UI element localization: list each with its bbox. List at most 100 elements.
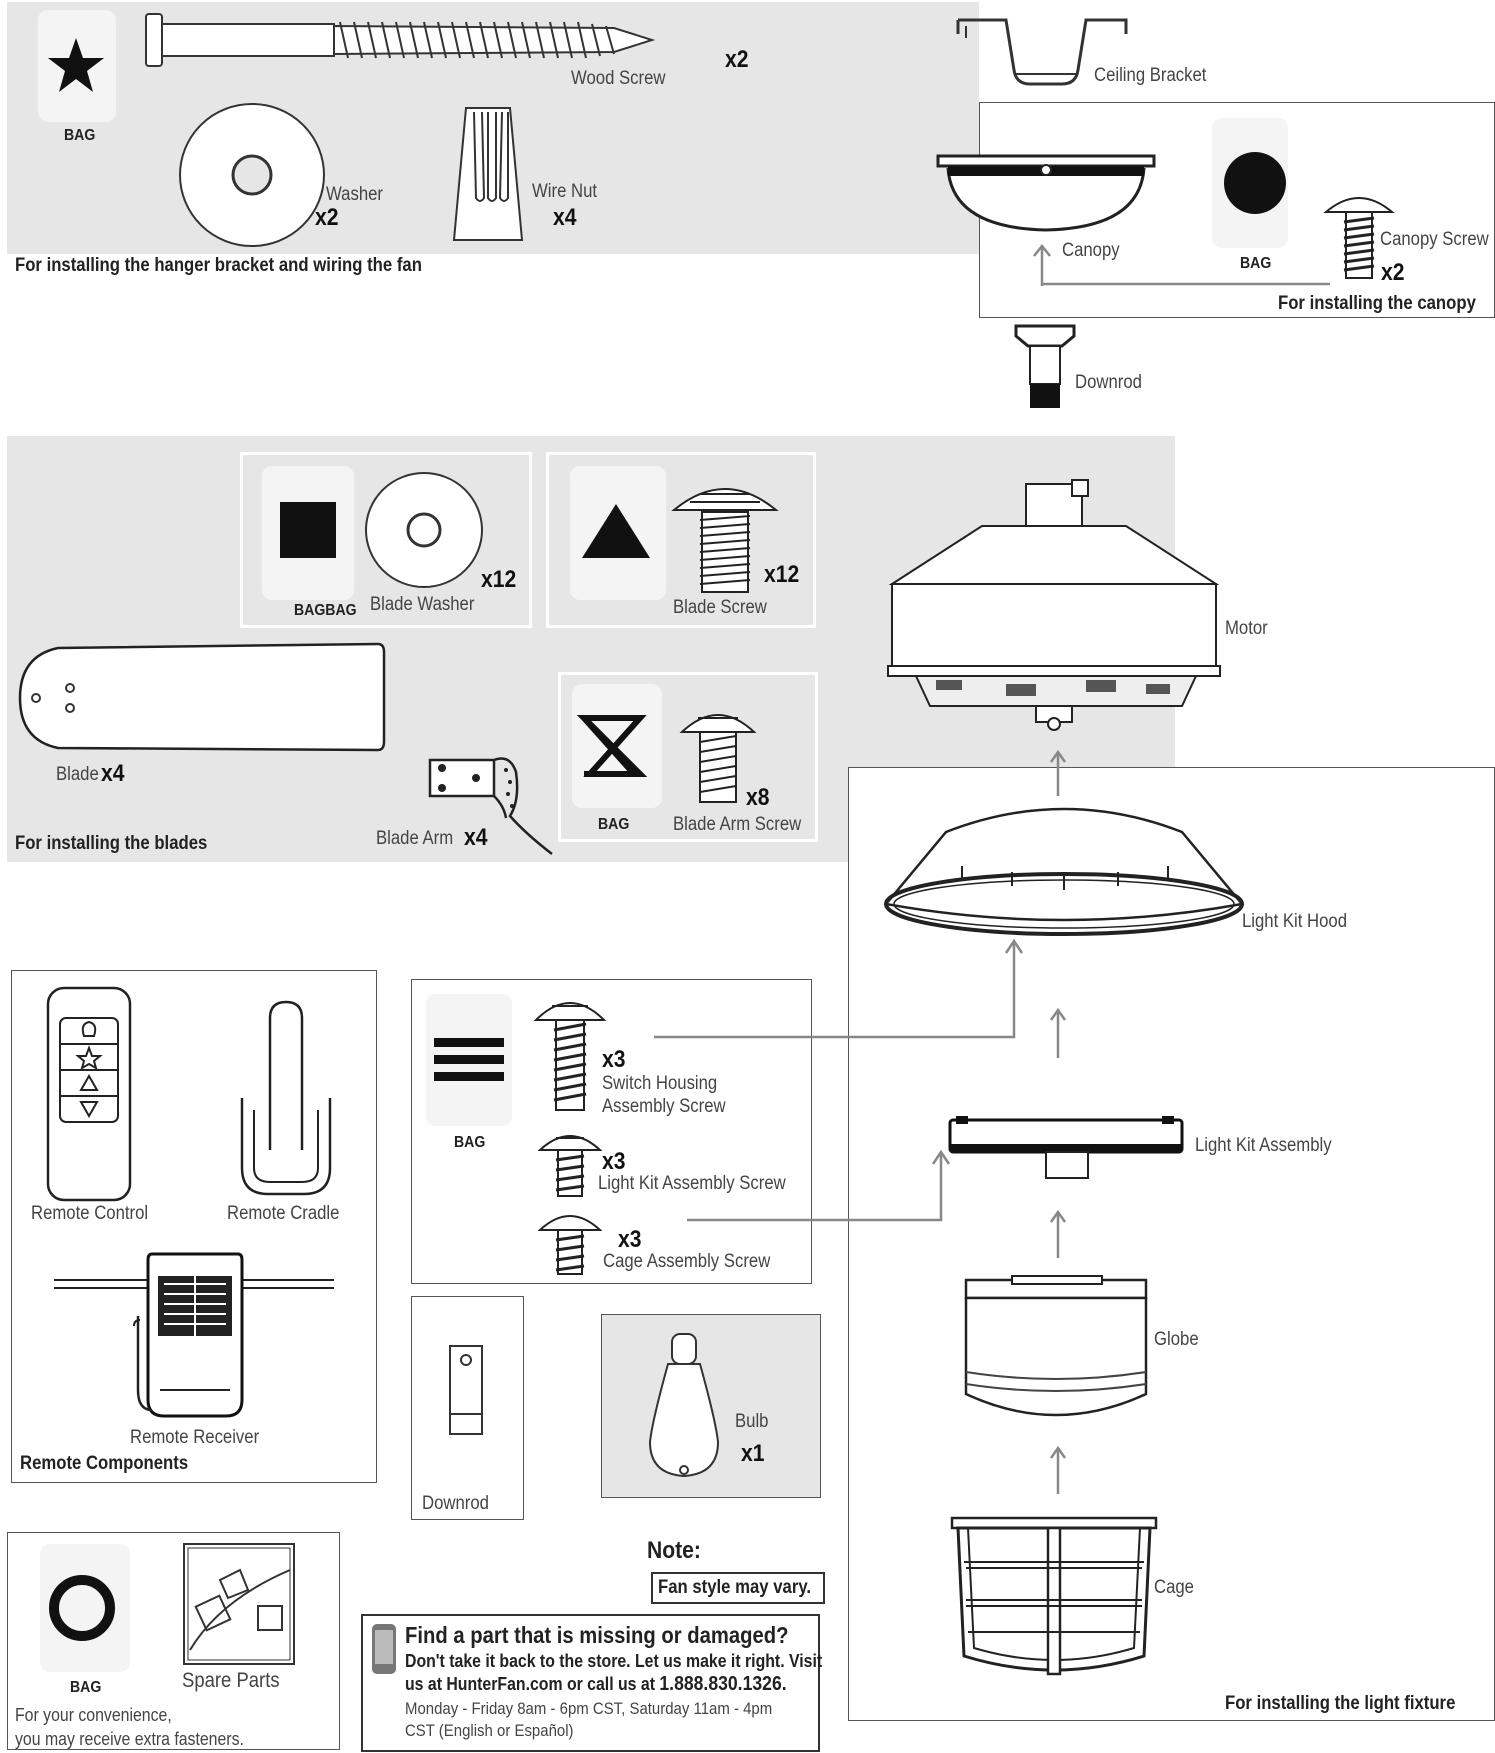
star-icon <box>48 38 104 92</box>
remote-cradle-icon <box>240 1000 332 1196</box>
globe-icon <box>964 1275 1148 1417</box>
cage-icon <box>950 1516 1158 1676</box>
help-line2-text: us at HunterFan.com or call us at <box>405 1674 660 1694</box>
blade-arm-icon <box>428 757 553 855</box>
washer-label: Washer <box>326 184 383 205</box>
bulb-icon <box>648 1333 720 1478</box>
canopy-icon <box>936 154 1156 232</box>
remote-components-caption: Remote Components <box>20 1453 189 1474</box>
downrod-small-icon <box>449 1345 483 1435</box>
spare-parts-icon <box>183 1543 295 1665</box>
motor-label: Motor <box>1225 618 1268 639</box>
ring-bag-label: BAG <box>70 1679 102 1696</box>
blade-arm-screw-box <box>558 672 818 842</box>
motor-to-hood-arrow <box>1049 749 1067 796</box>
phone-icon <box>372 1624 396 1674</box>
canopy-label: Canopy <box>1062 240 1120 261</box>
remote-cradle-label: Remote Cradle <box>227 1203 340 1224</box>
blade-screw-label: Blade Screw <box>673 597 767 618</box>
blade-arm-qty: x4 <box>464 824 488 851</box>
bulb-label: Bulb <box>735 1411 769 1432</box>
canopy-caption: For installing the canopy <box>1278 293 1476 314</box>
cage-screw-connector <box>687 1149 951 1222</box>
light-fixture-caption: For installing the light fixture <box>1225 1693 1456 1714</box>
light-kit-screw-qty: x3 <box>602 1148 626 1175</box>
hood-up-arrow <box>1049 1007 1067 1058</box>
help-panel <box>361 1614 820 1752</box>
blade-screw-box <box>546 452 816 628</box>
wire-nut-qty: x4 <box>553 204 577 231</box>
spare-parts-label: Spare Parts <box>182 1669 280 1692</box>
canopy-screw-icon <box>1323 197 1395 279</box>
wood-screw-label: Wood Screw <box>571 68 666 89</box>
bagbag-label: BAGBAG <box>294 602 357 619</box>
cage-screw-qty: x3 <box>618 1226 642 1253</box>
lines-bag-label: BAG <box>454 1134 486 1151</box>
assembly-up-arrow <box>1049 1209 1067 1258</box>
blade-label: Blade <box>56 764 99 785</box>
three-lines-icon <box>434 1038 504 1081</box>
switch-screw-line1: Switch Housing <box>602 1073 718 1094</box>
hourglass-icon <box>576 715 648 777</box>
switch-screw-line2: Assembly Screw <box>602 1096 726 1117</box>
light-kit-assembly-icon <box>948 1116 1184 1179</box>
light-kit-screw-icon <box>537 1135 603 1197</box>
help-hours2: CST (English or Español) <box>405 1721 574 1740</box>
triangle-icon <box>582 504 650 558</box>
wood-screw-icon <box>145 13 656 67</box>
note-box <box>651 1572 825 1604</box>
motor-icon <box>887 479 1221 731</box>
ring-icon <box>49 1575 115 1641</box>
switch-screw-qty: x3 <box>602 1046 626 1073</box>
spare-line1: For your convenience, <box>15 1705 172 1725</box>
globe-label: Globe <box>1154 1329 1199 1350</box>
wire-nut-icon <box>452 107 524 241</box>
light-kit-assembly-label: Light Kit Assembly <box>1195 1135 1332 1156</box>
wire-nut-label: Wire Nut <box>532 181 598 202</box>
help-title: Find a part that is missing or damaged? <box>405 1622 789 1648</box>
canopy-screw-label: Canopy Screw <box>1380 229 1489 250</box>
help-line1: Don't take it back to the store. Let us … <box>405 1651 823 1671</box>
blade-washer-label: Blade Washer <box>370 594 475 615</box>
blade-washer-box <box>240 452 532 628</box>
square-icon <box>280 502 336 558</box>
downrod-icon <box>1014 324 1076 408</box>
light-kit-screw-label: Light Kit Assembly Screw <box>598 1173 786 1194</box>
switch-screw-connector <box>654 938 1024 1039</box>
help-phone[interactable]: 1.888.830.1326. <box>659 1673 787 1695</box>
hanger-hardware-caption: For installing the hanger bracket and wi… <box>15 255 422 276</box>
blade-washer-qty: x12 <box>481 566 517 593</box>
remote-control-label: Remote Control <box>31 1203 149 1224</box>
cage-screw-label: Cage Assembly Screw <box>603 1251 771 1272</box>
canopy-arrow <box>1033 243 1330 286</box>
help-line2: us at HunterFan.com or call us at 1.888.… <box>405 1674 787 1694</box>
wood-screw-qty: x2 <box>725 46 749 73</box>
downrod-small-label: Downrod <box>422 1493 489 1514</box>
bag-label: BAG <box>64 127 96 144</box>
blade-arm-screw-icon <box>679 714 757 803</box>
blade-qty: x4 <box>101 760 125 787</box>
blade-washer-icon <box>365 472 483 588</box>
bulb-qty: x1 <box>741 1440 765 1467</box>
washer-qty: x2 <box>315 204 339 231</box>
spare-line2: you may receive extra fasteners. <box>15 1729 244 1749</box>
blade-arm-screw-label: Blade Arm Screw <box>673 814 802 835</box>
remote-receiver-label: Remote Receiver <box>130 1427 260 1448</box>
remote-control-icon <box>46 986 132 1202</box>
note-title: Note: <box>647 1537 701 1564</box>
cage-screw-icon <box>537 1215 603 1275</box>
blade-icon <box>18 642 386 752</box>
blade-arm-label: Blade Arm <box>376 828 454 849</box>
canopy-screw-qty: x2 <box>1381 259 1405 286</box>
canopy-bag-label: BAG <box>1240 255 1272 272</box>
hourglass-bag-label: BAG <box>598 816 630 833</box>
light-kit-hood-label: Light Kit Hood <box>1242 911 1348 932</box>
globe-up-arrow <box>1049 1445 1067 1494</box>
washer-icon <box>179 103 325 247</box>
note-text: Fan style may vary. <box>658 1577 812 1598</box>
ceiling-bracket-icon <box>956 18 1128 86</box>
light-kit-hood-icon <box>883 807 1245 936</box>
ceiling-bracket-label: Ceiling Bracket <box>1094 65 1207 86</box>
blade-arm-screw-qty: x8 <box>746 784 770 811</box>
switch-housing-screw-icon <box>533 1002 607 1111</box>
